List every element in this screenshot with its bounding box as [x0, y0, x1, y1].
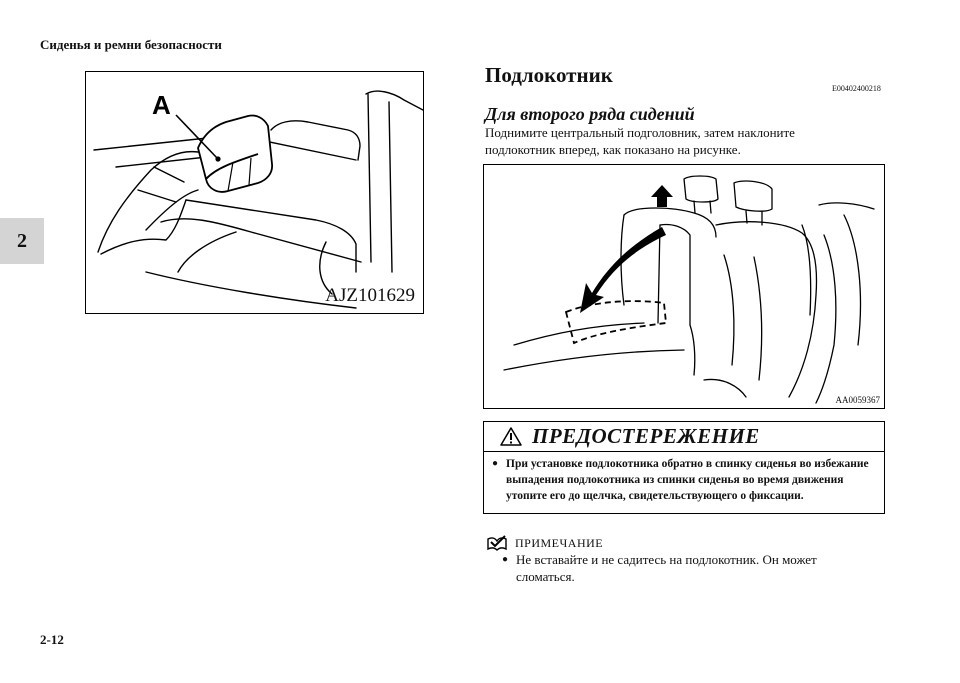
section-title: Подлокотник [485, 63, 613, 87]
warning-title: ПРЕДОСТЕРЕЖЕНИЕ [532, 424, 760, 448]
figure-code: AA0059367 [835, 395, 881, 405]
warning-triangle-icon [500, 427, 522, 446]
section-subtitle: Для второго ряда сидений [485, 104, 695, 124]
armrest-drawing: A [93, 90, 423, 309]
note-header: ПРИМЕЧАНИЕ [486, 535, 603, 551]
bullet: ● [502, 554, 509, 565]
note-check-icon [487, 535, 507, 551]
warning-box: ПРЕДОСТЕРЕЖЕНИЕ ● При установке подлокот… [483, 421, 885, 514]
section-code: E00402400218 [832, 84, 881, 93]
warning-text-block: ● При установке подлокотника обратно в с… [492, 456, 878, 504]
bullet: ● [492, 458, 499, 469]
armrest-folding-illustration: AA0059367 [483, 164, 885, 409]
warning-text: При установке подлокотника обратно в спи… [506, 458, 869, 502]
figure-code: AJZ101629 [325, 285, 415, 306]
chapter-tab: 2 [0, 218, 44, 264]
callout-label-a: A [152, 90, 171, 120]
note-text: Не вставайте и не садитесь на подлокотни… [516, 552, 817, 584]
warning-header: ПРЕДОСТЕРЕЖЕНИЕ [484, 422, 884, 452]
running-header: Сиденья и ремни безопасности [40, 37, 222, 52]
section-body: Поднимите центральный подголовник, затем… [485, 125, 795, 157]
armrest-folding-drawing [503, 175, 875, 404]
page-number: 2-12 [40, 632, 64, 647]
chapter-number: 2 [17, 229, 27, 252]
note-title: ПРИМЕЧАНИЕ [515, 535, 604, 550]
note-text-block: ● Не вставайте и не садитесь на подлокот… [502, 551, 856, 585]
armrest-illustration: A AJZ101629 [85, 71, 424, 314]
